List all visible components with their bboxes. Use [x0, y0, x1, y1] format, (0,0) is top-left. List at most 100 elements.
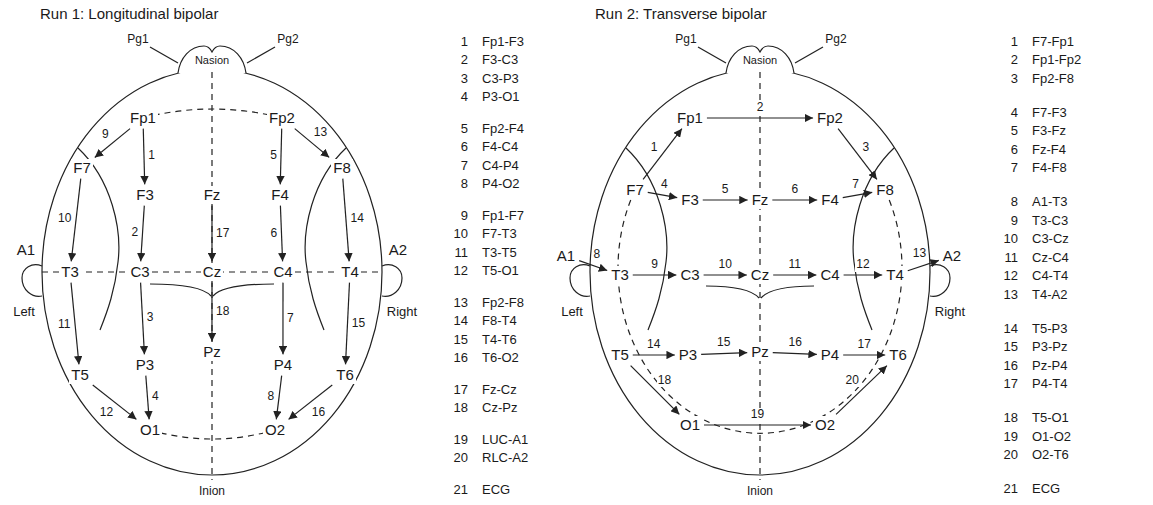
- channel-arrow: [704, 274, 747, 275]
- electrode-label: O1: [138, 421, 162, 438]
- ear-outline: [22, 265, 42, 297]
- channel-number: 8: [267, 390, 276, 404]
- channel-number: 10: [57, 212, 72, 226]
- dashed-arc: [150, 430, 275, 439]
- channel-number: 6: [1011, 143, 1018, 158]
- electrode-label: A2: [941, 247, 963, 264]
- channel-arrow: [276, 376, 281, 420]
- channel-arrow: [280, 129, 281, 185]
- channel-derivation: C3-P3: [482, 72, 519, 87]
- channel-number: 3: [461, 72, 468, 87]
- channel-derivation: P3-Pz: [1032, 340, 1067, 355]
- electrode-name: F4: [821, 191, 839, 208]
- channel-arrow: [643, 129, 682, 180]
- electrode-label: Fp1: [128, 109, 158, 126]
- channel-arrow: [701, 353, 747, 355]
- channel-arrow: [773, 353, 817, 355]
- electrode-label: T4: [339, 263, 361, 280]
- side-label: Left: [13, 305, 35, 320]
- side-label: Right: [387, 305, 417, 320]
- ear-outline: [382, 265, 402, 297]
- channel-number: 1: [1011, 35, 1018, 50]
- electrode-name: T4: [341, 263, 359, 280]
- channel-derivation: Fz-F4: [1032, 143, 1066, 158]
- electrode-label: F4: [819, 191, 841, 208]
- fissure-line: [706, 286, 759, 298]
- fissure-line: [213, 284, 274, 296]
- channel-derivation: RLC-A2: [482, 451, 528, 466]
- electrode-label: O2: [263, 421, 287, 438]
- channel-derivation: Fp1-Fp2: [1032, 53, 1081, 68]
- channel-number: 11: [57, 318, 71, 332]
- channel-arrow: [93, 385, 137, 419]
- channel-number: 11: [455, 246, 469, 261]
- channel-derivation: Fp1-F7: [482, 209, 524, 224]
- electrode-name: Fz: [204, 186, 221, 203]
- channel-number: 12: [454, 264, 468, 279]
- landmark-label: Inion: [199, 485, 225, 499]
- channel-number: 19: [1004, 430, 1018, 445]
- channel-number: 14: [454, 314, 468, 329]
- channel-number: 3: [1011, 72, 1018, 87]
- channel-arrow: [844, 274, 883, 275]
- channel-number: 13: [454, 296, 468, 311]
- leader-line: [795, 47, 823, 63]
- channel-number: 16: [311, 406, 326, 420]
- channel-arrow: [703, 199, 748, 200]
- fissure-line: [150, 284, 211, 296]
- electrode-name: F3: [681, 191, 699, 208]
- channel-derivation: F4-F8: [1032, 161, 1067, 176]
- electrode-label: Fp2: [267, 109, 297, 126]
- channel-number: 4: [151, 390, 160, 404]
- channel-arrow: [343, 179, 349, 262]
- electrode-name: Fp1: [677, 109, 703, 126]
- side-label: Left: [561, 305, 583, 320]
- electrode-label: C3: [678, 266, 701, 283]
- channel-number: 18: [1004, 411, 1018, 426]
- channel-derivation: C3-Cz: [1032, 232, 1069, 247]
- electrode-label: F7: [71, 159, 93, 176]
- electrode-name: T3: [61, 263, 79, 280]
- electrode-name: A1: [557, 247, 575, 264]
- channel-derivation: F3-C3: [482, 53, 518, 68]
- dashed-arc: [618, 190, 902, 433]
- channel-derivation: Fp2-F8: [482, 296, 524, 311]
- channel-derivation: Pz-P4: [1032, 359, 1067, 374]
- channel-derivation: Fz-Cz: [482, 383, 517, 398]
- electrode-label: Cz: [749, 266, 771, 283]
- channel-arrow: [843, 192, 872, 197]
- channel-number: 1: [650, 141, 659, 155]
- electrode-name: Pz: [203, 343, 221, 360]
- channel-number: 5: [1011, 124, 1018, 139]
- electrode-label: P4: [272, 356, 294, 373]
- landmark-label: Pg2: [825, 33, 846, 47]
- electrode-label: F3: [679, 191, 701, 208]
- electrode-name: C4: [820, 266, 839, 283]
- electrode-label: F8: [874, 181, 896, 198]
- electrode-name: Fp2: [817, 109, 843, 126]
- electrode-label: Cz: [201, 263, 223, 280]
- electrode-name: F7: [626, 181, 644, 198]
- electrode-label: Fz: [750, 191, 771, 208]
- channel-number: 13: [1004, 288, 1018, 303]
- channel-derivation: Fp1-F3: [482, 35, 524, 50]
- electrode-name: Pz: [751, 343, 769, 360]
- channel-number: 18: [657, 374, 672, 388]
- channel-arrow: [838, 129, 877, 180]
- channel-number: 14: [349, 212, 364, 226]
- channel-derivation: F7-T3: [482, 227, 517, 242]
- electrode-label: O1: [678, 416, 702, 433]
- channel-derivation: T4-T6: [482, 333, 517, 348]
- electrode-name: Fp1: [130, 109, 156, 126]
- channel-arrow: [141, 206, 145, 262]
- ear-outline: [930, 265, 950, 297]
- electrode-name: F4: [271, 186, 289, 203]
- channel-arrow: [707, 117, 813, 118]
- channel-number: 6: [461, 140, 468, 155]
- channel-number: 3: [146, 311, 155, 325]
- channel-arrow: [211, 283, 212, 342]
- electrode-name: Cz: [203, 263, 221, 280]
- channel-derivation: T6-O2: [482, 351, 519, 366]
- channel-number: 14: [1004, 322, 1018, 337]
- channel-number: 17: [215, 227, 230, 241]
